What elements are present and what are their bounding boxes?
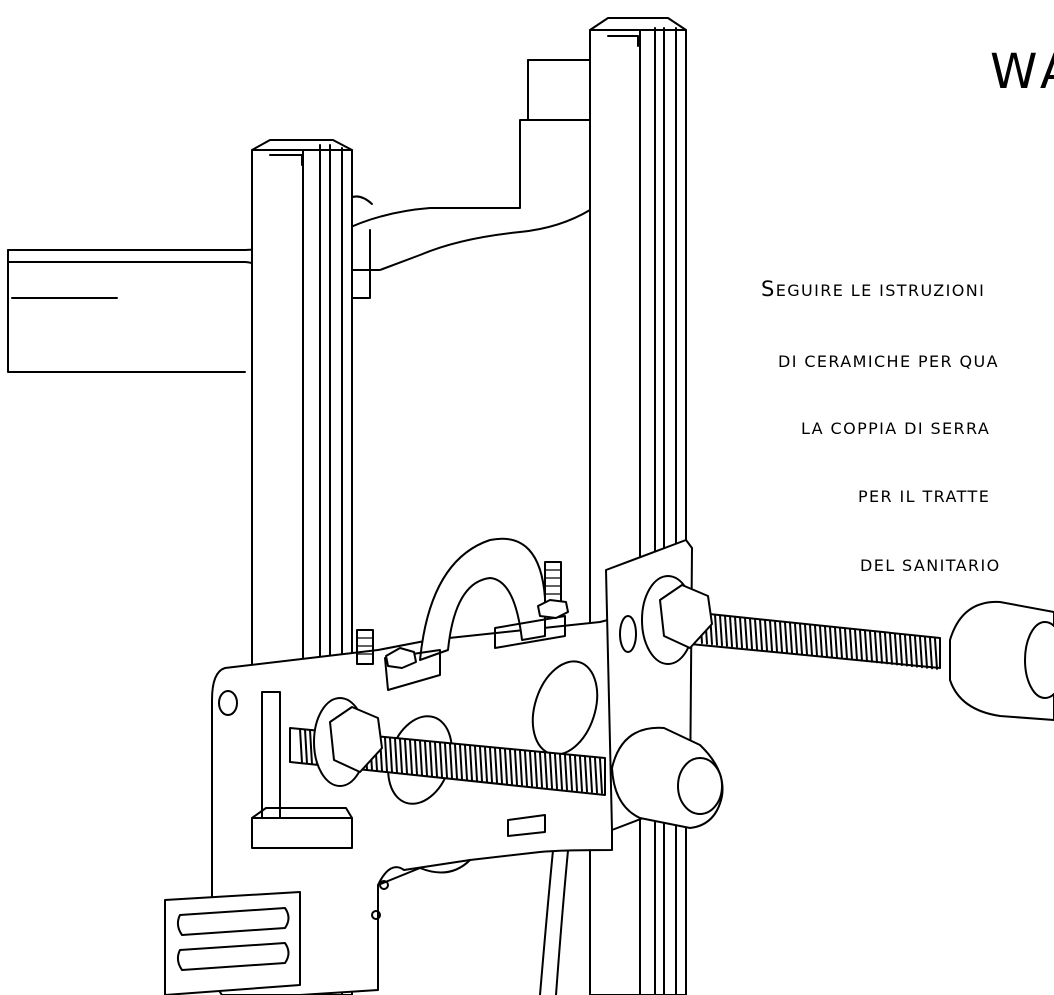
lower-bracket	[164, 891, 301, 995]
hex-nut	[329, 706, 383, 773]
hose	[539, 829, 571, 995]
pipe-clamp	[356, 537, 569, 691]
page-title: WA	[990, 44, 1054, 100]
instruction-line-5: del sanitario	[860, 556, 1001, 575]
right-rail	[589, 17, 687, 995]
cone-cap	[949, 600, 1054, 721]
plate-hole-left	[218, 690, 238, 716]
stud	[356, 629, 374, 665]
lower-stud-bolt	[289, 697, 724, 829]
instruction-line-2: di ceramiche per qua	[778, 352, 999, 371]
spacer-block	[251, 691, 353, 849]
upper-stud-bolt	[641, 575, 1054, 721]
instruction-line-4: per il tratte	[858, 487, 991, 506]
instruction-line-1: Seguire le istruzioni	[761, 277, 986, 301]
hex-nut	[659, 584, 713, 649]
instruction-line-3: la coppia di serra	[801, 419, 991, 438]
